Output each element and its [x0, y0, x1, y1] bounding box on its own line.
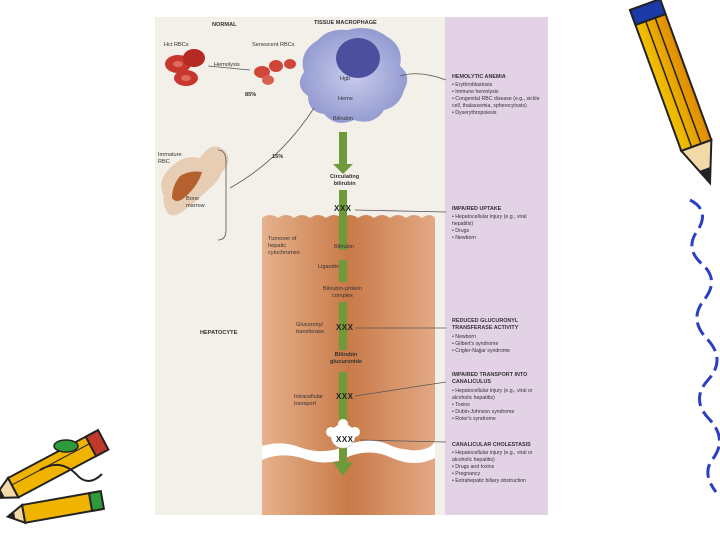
label-bone-marrow: Bone marrow [186, 196, 205, 209]
list-item: Hepatocellular injury (e.g., viral or al… [452, 388, 542, 402]
sidebar-impaired-uptake-title: IMPAIRED UPTAKE [452, 206, 502, 212]
connector-marrow [229, 107, 315, 189]
list-item: Gilbert's syndrome [452, 341, 542, 348]
label-glucuronyl-transferase: Glucuronyl transferase [296, 322, 324, 335]
list-item: Drugs and toxins [452, 464, 544, 471]
connector-hemolysis [207, 65, 251, 71]
sidebar-hemolytic-anemia-title: HEMOLYTIC ANEMIA [452, 74, 506, 80]
label-bilirubin-macrophage: Bilirubin [333, 116, 353, 122]
list-item: Congenital RBC disease (e.g., sickle cel… [452, 96, 542, 110]
sidebar-impaired-uptake-list: Hepatocellular injury (e.g., viral hepat… [452, 214, 542, 242]
hepatocyte-cell [262, 215, 435, 464]
label-bilirubin-hepatocyte: Bilirubin [334, 244, 354, 250]
sidebar-reduced-glucuronyl-title: REDUCED GLUCURONYL TRANSFERASE ACTIVITY [452, 318, 519, 331]
list-item: Pregnancy [452, 471, 544, 478]
bone-bracket [217, 149, 227, 241]
pencils-icon [0, 428, 110, 525]
list-item: Drugs [452, 228, 542, 235]
sidebar-canalicular-cholestasis-title: CANALICULAR CHOLESTASIS [452, 442, 531, 448]
block-marker-transport: XXX [336, 392, 354, 401]
hepatocyte-lower [262, 448, 435, 515]
label-circulating-bilirubin: Circulating bilirubin [330, 174, 360, 187]
block-marker-canalicular: XXX [336, 435, 354, 444]
list-item: Hepatocellular injury (e.g., viral hepat… [452, 214, 542, 228]
bone-marrow-illustration [161, 146, 229, 216]
label-ligandin: Ligandin [318, 264, 340, 270]
canaliculus [262, 440, 435, 463]
label-hepatocyte: HEPATOCYTE [200, 330, 238, 336]
canaliculus-lumen [326, 419, 360, 449]
blue-scribble [689, 198, 720, 493]
list-item: Extrahepatic biliary obstruction [452, 478, 544, 485]
sidebar-impaired-transport-list: Hepatocellular injury (e.g., viral or al… [452, 388, 542, 423]
senescent-rbc-group [254, 59, 296, 85]
label-hepatic-cytochromes: Turnover of hepatic cytochromes [268, 236, 300, 256]
label-immature-rbc: Immature RBC [158, 152, 182, 165]
connector-cholestasis [359, 439, 447, 443]
pencil-icon [628, 0, 713, 186]
label-15-percent: 15% [272, 154, 284, 160]
sidebar-reduced-glucuronyl-list: Newborn Gilbert's syndrome Crigler-Najja… [452, 334, 542, 355]
sidebar-canalicular-cholestasis-list: Hepatocellular injury (e.g., viral or al… [452, 450, 544, 485]
connector-hemolytic [399, 73, 447, 81]
list-item: Toxins [452, 402, 542, 409]
sidebar-hemolytic-anemia-list: Erythroblastosis Immune hemolysis Congen… [452, 82, 542, 117]
label-hemolysis: Hemolysis [214, 62, 240, 68]
connector-uptake [354, 209, 447, 213]
label-normal: NORMAL [212, 22, 237, 28]
label-rbcs: Hct RBCs [164, 42, 189, 48]
list-item: Dyserythropoiesis [452, 110, 542, 117]
list-item: Rotor's syndrome [452, 416, 542, 423]
label-intracellular-transport: Intracellular transport [294, 394, 323, 407]
list-item: Newborn [452, 334, 542, 341]
connector-transport [354, 381, 447, 397]
list-item: Newborn [452, 235, 542, 242]
rbc-group [165, 49, 205, 86]
macrophage-nucleus [336, 38, 380, 78]
label-senescent-rbcs: Senescent RBCs [252, 42, 295, 48]
sidebar-impaired-transport-title: IMPAIRED TRANSPORT INTO CANALICULUS [452, 372, 528, 385]
label-hgb: Hgb [340, 76, 351, 82]
block-marker-glucuronyl: XXX [336, 323, 354, 332]
label-tissue-macrophage: TISSUE MACROPHAGE [314, 20, 377, 26]
list-item: Erythroblastosis [452, 82, 542, 89]
list-item: Hepatocellular injury (e.g., viral or al… [452, 450, 544, 464]
list-item: Crigler-Najjar syndrome [452, 348, 542, 355]
block-marker-uptake: XXX [334, 204, 352, 213]
label-bilirubin-protein-complex: Bilirubin-protein complex [323, 286, 362, 299]
list-item: Dubin-Johnson syndrome [452, 409, 542, 416]
label-heme: Heme [338, 96, 353, 102]
list-item: Immune hemolysis [452, 89, 542, 96]
label-bilirubin-glucuronide: Bilirubin glucuronide [330, 352, 363, 365]
label-85-percent: 85% [245, 92, 257, 98]
